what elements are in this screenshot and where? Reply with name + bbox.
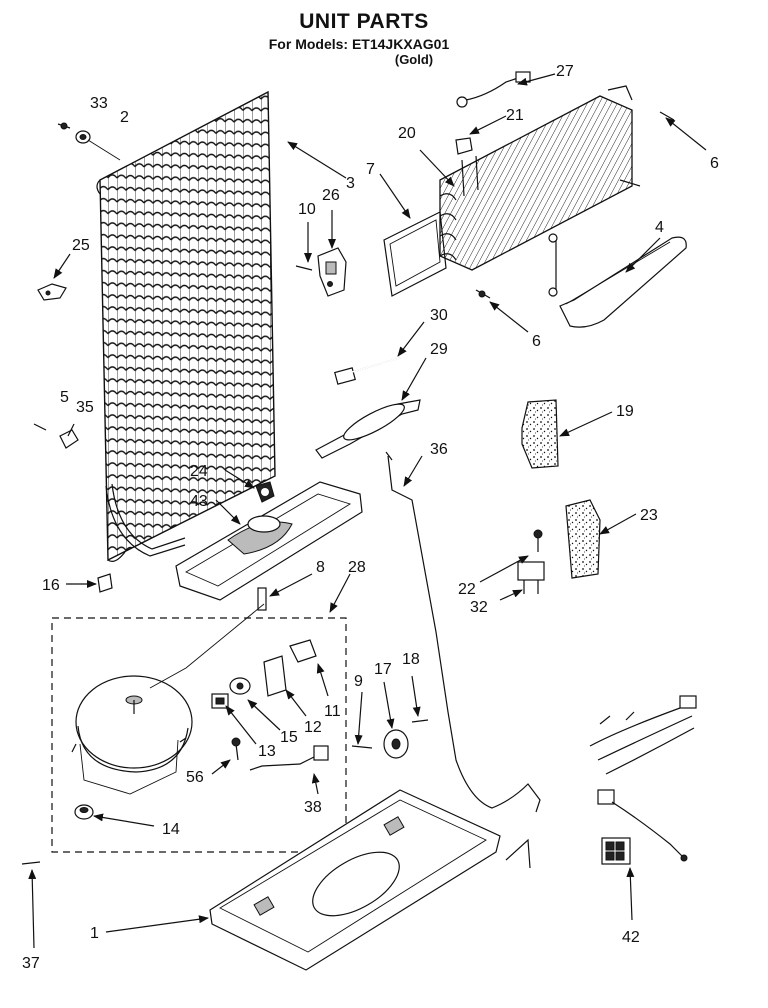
callout-12: 12 xyxy=(304,719,322,736)
grommet-14 xyxy=(74,804,94,820)
clip-20 xyxy=(455,137,473,155)
screw-6-lower xyxy=(475,289,491,299)
base-pan-1 xyxy=(209,789,501,971)
callout-43: 43 xyxy=(190,493,208,510)
bracket-25 xyxy=(37,283,67,301)
callout-16: 16 xyxy=(42,577,60,594)
wheel-17 xyxy=(383,729,409,759)
clip-35 xyxy=(59,423,79,449)
callout-2: 2 xyxy=(120,109,129,126)
diagram-title: UNIT PARTS xyxy=(299,10,429,33)
drain-pan-43 xyxy=(175,481,363,601)
clip-11 xyxy=(289,639,317,663)
callout-37: 37 xyxy=(22,955,40,972)
screw-22 xyxy=(533,529,543,552)
callout-23: 23 xyxy=(640,507,658,524)
callout-28: 28 xyxy=(348,559,366,576)
callout-29: 29 xyxy=(430,341,448,358)
cover-12 xyxy=(263,655,287,697)
wire-38 xyxy=(249,745,329,771)
clip-9 xyxy=(351,745,373,749)
callout-33: 33 xyxy=(90,95,108,112)
callout-14: 14 xyxy=(162,821,180,838)
compressor-kit-28 xyxy=(51,617,347,853)
callout-22: 22 xyxy=(458,581,476,598)
callout-27: 27 xyxy=(556,63,574,80)
compressor xyxy=(71,675,193,795)
screw-33 xyxy=(57,122,71,130)
pin-37 xyxy=(21,861,41,865)
insulation-19 xyxy=(521,399,559,469)
callout-21: 21 xyxy=(506,107,524,124)
screw-5 xyxy=(33,423,47,431)
callout-6-lower: 6 xyxy=(532,333,541,350)
bolt-18 xyxy=(411,719,429,723)
screw-10 xyxy=(295,265,313,271)
capillary-tube-36 xyxy=(385,451,541,869)
clamp-16 xyxy=(97,573,113,593)
callout-6-upper: 6 xyxy=(710,155,719,172)
callout-36: 36 xyxy=(430,441,448,458)
callout-32: 32 xyxy=(470,599,488,616)
sensor-21 xyxy=(461,155,479,197)
callout-56: 56 xyxy=(186,769,204,786)
callout-3: 3 xyxy=(346,175,355,192)
grommet-2 xyxy=(75,130,121,161)
evaporator-coil xyxy=(439,85,641,271)
screw-56 xyxy=(231,737,241,761)
overload-13 xyxy=(211,693,229,709)
callout-38: 38 xyxy=(304,799,322,816)
callout-42: 42 xyxy=(622,929,640,946)
drain-tube-30 xyxy=(334,357,401,385)
models-line: For Models: ET14JKXAG01 xyxy=(268,36,450,52)
callout-4: 4 xyxy=(655,219,664,236)
callout-8: 8 xyxy=(316,559,325,576)
condenser-coil xyxy=(96,90,276,562)
insulation-23 xyxy=(565,499,601,579)
callout-18: 18 xyxy=(402,651,420,668)
relay-32 xyxy=(517,561,545,594)
callout-19: 19 xyxy=(616,403,634,420)
nut-24 xyxy=(255,481,275,503)
wire-harness-27 xyxy=(456,71,531,108)
callout-labels: 33 2 3 27 21 20 7 6 4 6 10 26 25 5 35 30… xyxy=(22,63,719,972)
callout-11: 11 xyxy=(324,703,341,720)
callout-15: 15 xyxy=(280,729,298,746)
tube-8 xyxy=(257,587,267,611)
relay-15 xyxy=(229,677,251,695)
callout-13: 13 xyxy=(258,743,276,760)
callout-9: 9 xyxy=(354,673,363,690)
drier-29 xyxy=(315,399,421,459)
callout-7: 7 xyxy=(366,161,375,178)
wire-harness-42 xyxy=(589,695,697,865)
callout-25: 25 xyxy=(72,237,90,254)
bracket-26 xyxy=(317,247,347,297)
callout-20: 20 xyxy=(398,125,416,142)
callout-30: 30 xyxy=(430,307,448,324)
callout-10: 10 xyxy=(298,201,316,218)
defrost-heater-4 xyxy=(548,233,687,328)
leader-lines xyxy=(28,73,707,949)
callout-26: 26 xyxy=(322,187,340,204)
callout-35: 35 xyxy=(76,399,94,416)
callout-1: 1 xyxy=(90,925,99,942)
evaporator-frame xyxy=(383,211,447,297)
callout-5: 5 xyxy=(60,389,69,406)
callout-17: 17 xyxy=(374,661,392,678)
model-color: (Gold) xyxy=(394,52,434,67)
callout-24: 24 xyxy=(190,463,208,480)
